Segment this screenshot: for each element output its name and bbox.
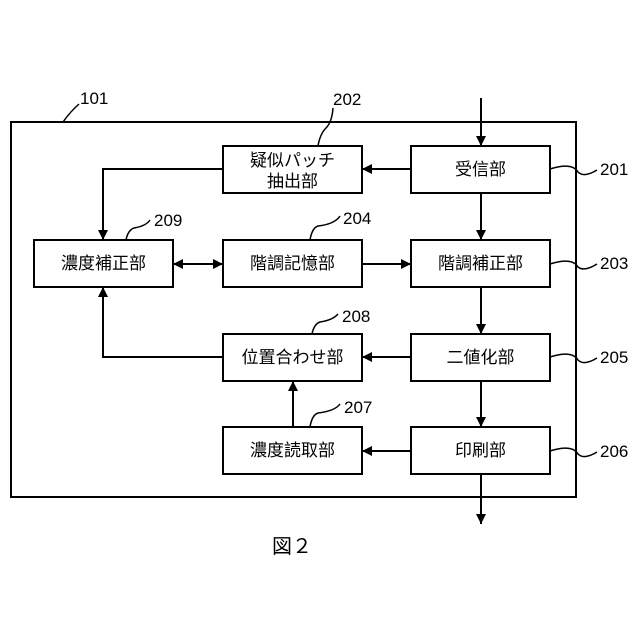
block-gradation-storage: 階調記憶部: [223, 240, 362, 287]
ref-leader-201: [550, 166, 597, 174]
ref-205: 205: [600, 348, 628, 367]
ref-leader-209: [126, 220, 150, 240]
gradation-correction-label: 階調補正部: [438, 254, 523, 274]
density-reading-label: 濃度読取部: [250, 441, 335, 461]
pseudo-patch-label-line1: 疑似パッチ: [250, 151, 335, 171]
receiver-label: 受信部: [455, 160, 506, 180]
block-printing: 印刷部: [411, 427, 550, 474]
ref-209: 209: [154, 211, 182, 230]
ref-leader-205: [550, 354, 597, 362]
ref-leader-203: [550, 261, 597, 269]
ref-207: 207: [344, 398, 372, 417]
block-gradation-correction: 階調補正部: [411, 240, 550, 287]
block-density-reading: 濃度読取部: [223, 427, 362, 474]
ref-leader-206: [550, 448, 597, 456]
ref-203: 203: [600, 254, 628, 273]
ref-leader-207: [310, 404, 340, 427]
density-correction-label: 濃度補正部: [61, 254, 146, 274]
gradation-storage-label: 階調記憶部: [250, 254, 335, 274]
ref-204: 204: [343, 209, 371, 228]
ref-206: 206: [600, 442, 628, 461]
block-binarization: 二値化部: [411, 334, 550, 381]
printing-label: 印刷部: [455, 441, 506, 461]
binarization-label: 二値化部: [447, 348, 515, 368]
ref-leader-202: [318, 108, 333, 146]
block-alignment: 位置合わせ部: [223, 334, 362, 381]
container-ref-leader: [63, 104, 79, 122]
ref-208: 208: [342, 307, 370, 326]
ref-201: 201: [600, 160, 628, 179]
ref-202: 202: [333, 90, 361, 109]
ref-leader-204: [310, 216, 340, 240]
ref-leader-208: [312, 314, 338, 334]
block-receiver: 受信部: [411, 146, 550, 193]
pseudo-patch-label-line2: 抽出部: [267, 172, 318, 192]
container-ref-101: 101: [80, 89, 108, 108]
arrow-alignment-to-density-correction: [103, 287, 223, 357]
figure-caption: 図２: [272, 534, 312, 558]
block-density-correction: 濃度補正部: [34, 240, 173, 287]
block-pseudo-patch-extraction: 疑似パッチ 抽出部: [223, 146, 362, 193]
alignment-label: 位置合わせ部: [242, 348, 344, 368]
